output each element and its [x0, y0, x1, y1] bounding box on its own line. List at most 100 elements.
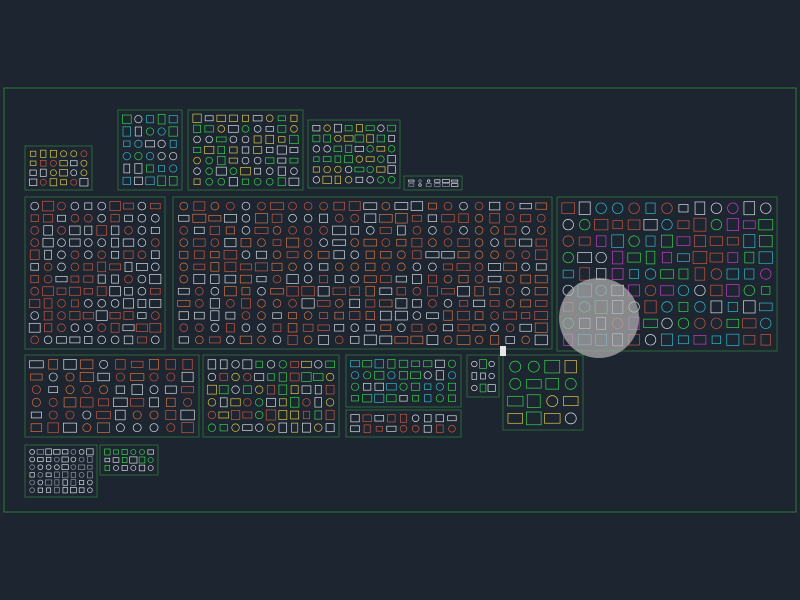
cad-block-glyph: [84, 323, 93, 332]
cad-block-glyph: [536, 214, 546, 223]
cad-block-glyph: [157, 113, 166, 125]
cad-block-glyph: [109, 201, 121, 211]
cad-block-glyph: [121, 457, 128, 463]
cad-block-glyph: [743, 335, 756, 345]
cad-block-glyph: [394, 336, 409, 344]
cad-block-glyph: [70, 479, 77, 486]
panel-symbols-legend[interactable]: [307, 119, 401, 189]
cad-block-glyph: [350, 425, 360, 433]
panel-frame: [172, 196, 553, 350]
panel-gray-blocks[interactable]: [24, 444, 98, 498]
cad-block-glyph: [362, 360, 373, 368]
cad-block-glyph: [79, 178, 89, 187]
cad-block-glyph: [44, 249, 52, 260]
cad-block-glyph: [54, 464, 60, 470]
cad-block-glyph: [366, 226, 375, 235]
cad-block-glyph: [29, 360, 44, 369]
cad-block-glyph: [218, 385, 229, 395]
cad-block-glyph: [70, 449, 77, 455]
panel-kitchen[interactable]: [345, 354, 462, 408]
cad-block-glyph: [447, 382, 456, 391]
cad-block-glyph: [179, 262, 189, 272]
cad-block-glyph: [314, 423, 323, 432]
cad-block-glyph: [65, 385, 75, 395]
panel-dining-tables[interactable]: [24, 354, 200, 438]
cad-block-glyph: [113, 449, 119, 455]
cad-block-glyph: [424, 383, 432, 390]
cad-block-glyph: [210, 251, 220, 259]
cad-block-glyph: [57, 226, 66, 235]
panel-sanitary[interactable]: [345, 409, 462, 438]
cad-block-glyph: [758, 251, 773, 264]
cad-block-glyph: [131, 384, 143, 395]
panel-furniture-main[interactable]: [172, 196, 553, 350]
cad-block-glyph: [229, 167, 238, 175]
cad-block-glyph: [150, 202, 161, 210]
panel-tiny-legend[interactable]: [99, 444, 159, 476]
cad-block-glyph: [151, 335, 160, 345]
cad-block-glyph: [42, 200, 55, 212]
panel-people[interactable]: [117, 109, 183, 191]
cad-block-glyph: [149, 423, 159, 433]
cad-block-glyph: [241, 226, 251, 235]
cad-block-glyph: [303, 226, 313, 235]
cad-block-glyph: [323, 124, 331, 132]
cad-block-glyph: [82, 385, 92, 395]
cad-block-glyph: [207, 359, 217, 370]
cad-block-glyph: [165, 410, 177, 420]
cad-block-glyph: [228, 177, 238, 187]
cad-block-glyph: [134, 115, 143, 124]
cad-block-glyph: [42, 286, 54, 297]
cad-block-glyph: [457, 286, 470, 297]
cad-block-glyph: [210, 201, 220, 211]
panel-lounge[interactable]: [502, 354, 584, 431]
cad-block-glyph: [350, 414, 360, 423]
cad-block-glyph: [471, 384, 478, 392]
cad-block-glyph: [53, 449, 61, 455]
cad-block-glyph: [418, 183, 422, 187]
cad-block-glyph: [380, 310, 392, 321]
cad-block-glyph: [272, 323, 282, 332]
cad-block-glyph: [57, 250, 66, 259]
selection-grip[interactable]: [500, 346, 506, 356]
panel-small-plan[interactable]: [466, 354, 500, 398]
panel-sofas-left[interactable]: [24, 196, 166, 350]
cad-block-glyph: [317, 324, 330, 331]
cad-block-glyph: [242, 411, 253, 419]
cad-block-glyph: [122, 152, 131, 161]
panel-plants[interactable]: [187, 109, 304, 191]
cad-block-glyph: [319, 312, 329, 319]
cad-block-glyph: [544, 413, 561, 424]
cad-block-glyph: [87, 479, 93, 486]
panel-mixed-furniture[interactable]: [202, 354, 340, 438]
cad-block-glyph: [272, 299, 282, 308]
cad-block-glyph: [366, 145, 374, 153]
cad-block-glyph: [628, 284, 640, 297]
cad-block-glyph: [224, 286, 237, 297]
cad-block-glyph: [474, 214, 484, 223]
cad-block-glyph: [138, 464, 146, 472]
cad-block-glyph: [110, 299, 120, 308]
panel-patterns[interactable]: [556, 196, 778, 352]
cad-block-glyph: [319, 238, 328, 247]
cad-block-glyph: [239, 274, 252, 284]
cad-block-glyph: [84, 336, 93, 344]
cad-block-glyph: [254, 373, 265, 381]
cad-block-glyph: [70, 262, 80, 272]
panel-cars[interactable]: [24, 145, 93, 191]
cad-block-glyph: [42, 237, 54, 248]
cad-block-glyph: [78, 456, 85, 463]
panel-small-strip[interactable]: [403, 175, 463, 191]
cad-block-glyph: [302, 323, 314, 332]
cad-block-glyph: [30, 335, 39, 345]
cad-block-glyph: [441, 288, 455, 295]
cad-block-glyph: [474, 311, 484, 320]
cad-block-glyph: [44, 323, 53, 333]
cad-block-glyph: [678, 268, 689, 280]
cad-block-glyph: [70, 150, 78, 158]
cad-block-glyph: [441, 251, 455, 259]
cad-block-glyph: [743, 201, 756, 216]
cad-block-glyph: [427, 214, 437, 222]
